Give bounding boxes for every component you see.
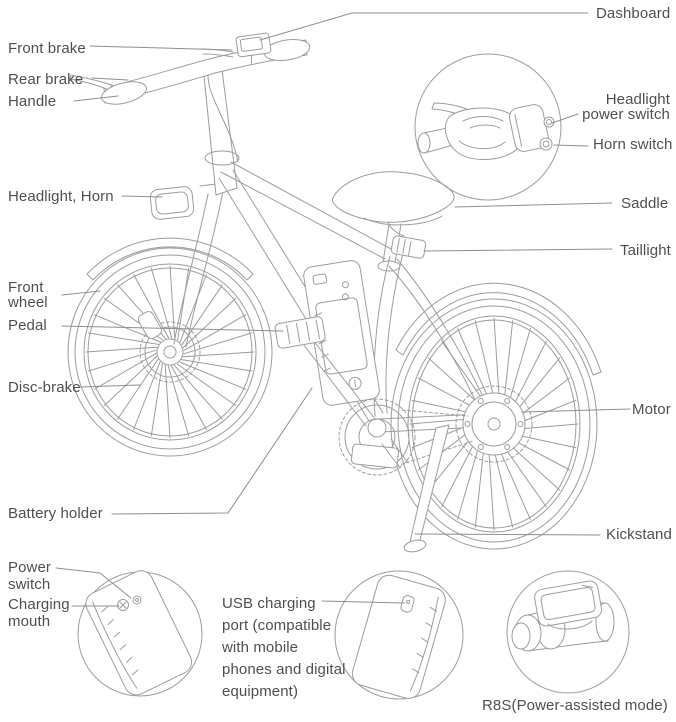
chain (401, 409, 469, 417)
label-kickstand: Kickstand (606, 526, 672, 543)
kickstand-art (403, 424, 450, 553)
leader-disc-brake (79, 384, 141, 388)
label-front-wheel: Front wheel (8, 279, 48, 311)
label-headlight-power-switch: Headlight power switch (582, 91, 670, 123)
leader-kickstand (414, 533, 601, 536)
leader-lines (55, 12, 631, 607)
leader-motor (521, 408, 631, 413)
label-usb-charging-port: USB charging port (compatible with mobil… (222, 595, 346, 700)
leader-horn-switch (553, 144, 589, 147)
label-dashboard: Dashboard (596, 5, 671, 22)
label-front-brake: Front brake (8, 40, 86, 57)
label-rear-brake: Rear brake (8, 71, 84, 88)
left-grip (101, 81, 147, 105)
leader-pedal (61, 325, 284, 332)
label-pedal: Pedal (8, 317, 47, 334)
saddle-unit (331, 171, 455, 272)
leader-headlight-power-switch (551, 113, 579, 124)
headlight-power-switch-button (543, 116, 555, 128)
leader-dashboard (259, 12, 589, 41)
label-r8s-caption: R8S(Power-assisted mode) (482, 697, 668, 714)
grip-inset (414, 53, 562, 201)
disc-brake-rotor (139, 321, 201, 383)
label-horn-switch: Horn switch (593, 136, 673, 153)
label-headlight-horn: Headlight, Horn (8, 188, 114, 205)
controller-box (350, 443, 400, 469)
rear-brake-lever (69, 74, 113, 91)
label-charging-mouth: Charging mouth (8, 596, 70, 630)
usb-port (400, 595, 415, 613)
headlight-unit (149, 186, 195, 220)
crank-arm (296, 335, 367, 427)
label-power-switch: Power switch (8, 559, 52, 593)
leader-front-wheel (61, 290, 101, 296)
leader-saddle (454, 202, 613, 208)
power-switch-button (132, 595, 142, 605)
rear-fender (395, 282, 602, 376)
label-disc-brake: Disc-brake (8, 379, 81, 396)
label-motor: Motor (632, 401, 671, 418)
front-wheel (67, 247, 273, 457)
leader-rear-brake (91, 77, 129, 81)
label-saddle: Saddle (621, 195, 669, 212)
dashboard-screen (534, 580, 603, 627)
leader-taillight (423, 248, 613, 252)
dashboard-inset (506, 570, 630, 694)
leader-usb-port (321, 600, 405, 604)
label-taillight: Taillight (620, 242, 671, 259)
pedal-art (274, 316, 326, 349)
leader-front-brake (89, 45, 233, 51)
motor-hub (455, 385, 533, 463)
brake-caliper (137, 311, 163, 339)
front-fender (86, 237, 254, 281)
chainring (338, 398, 416, 476)
leader-headlight-horn (121, 195, 163, 198)
label-battery-holder: Battery holder (8, 505, 103, 522)
label-handle: Handle (8, 93, 57, 110)
leader-power-switch (55, 567, 132, 599)
leader-handle (73, 95, 119, 102)
horn-switch-button (539, 137, 553, 151)
drivetrain (274, 316, 474, 476)
taillight-unit (390, 235, 427, 259)
battery-side-inset (334, 570, 464, 700)
leader-battery-holder (111, 387, 313, 515)
battery-top-inset (77, 570, 203, 697)
